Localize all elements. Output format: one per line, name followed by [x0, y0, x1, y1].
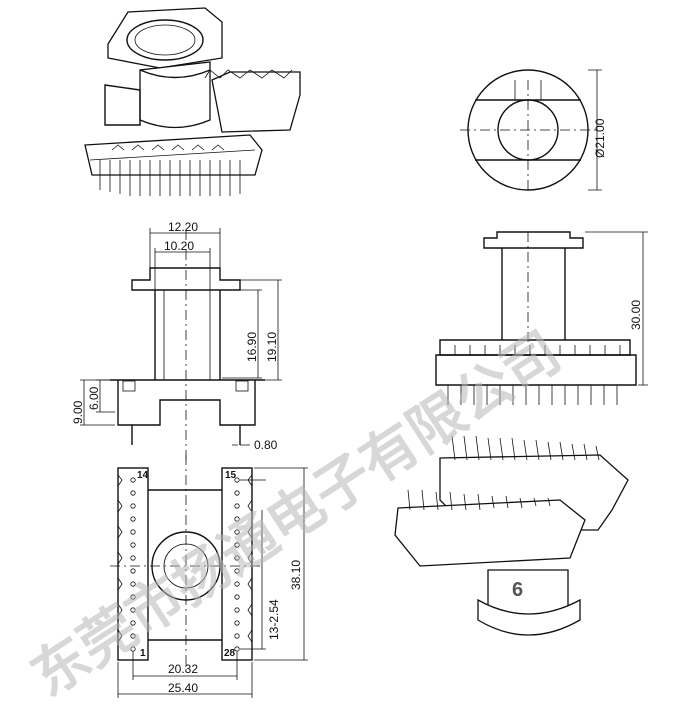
figure-index: 6 — [512, 579, 523, 601]
dim-inner-height: 16.90 — [245, 332, 259, 362]
dim-outer-height: 19.10 — [265, 332, 279, 362]
dim-total-height: 30.00 — [629, 300, 643, 330]
pin-label-28: 28 — [224, 648, 236, 659]
iso-view-bottom: 6 — [394, 435, 629, 636]
dim-core-width: 10.20 — [164, 239, 194, 253]
dim-base-inner: 6.00 — [87, 386, 101, 410]
iso-view-top — [84, 7, 301, 196]
dim-pin-offset: 0.80 — [254, 438, 278, 452]
bottom-view: 14 1 15 28 38.10 13-2.54 20.32 25.40 — [110, 455, 308, 698]
dim-base-height: 9.00 — [71, 400, 85, 424]
dim-length: 38.10 — [289, 560, 303, 590]
dim-flange-width: 12.20 — [168, 220, 198, 234]
side-view-right: 30.00 — [435, 231, 648, 405]
pin-label-15: 15 — [225, 470, 237, 481]
pin-row-left — [130, 477, 136, 652]
pin-label-14: 14 — [137, 470, 149, 481]
pin-row-right — [234, 477, 240, 652]
dim-row-spacing: 20.32 — [168, 662, 198, 676]
dim-total-width: 25.40 — [168, 681, 198, 695]
pin-label-1: 1 — [140, 648, 146, 659]
dim-pitch: 13-2.54 — [267, 599, 281, 640]
side-view-left: 12.20 10.20 16.90 19.10 9.00 6.00 0.80 — [71, 220, 282, 460]
dim-top-diameter: Ø21.00 — [593, 118, 607, 158]
plan-view-circle: Ø21.00 — [460, 69, 607, 191]
